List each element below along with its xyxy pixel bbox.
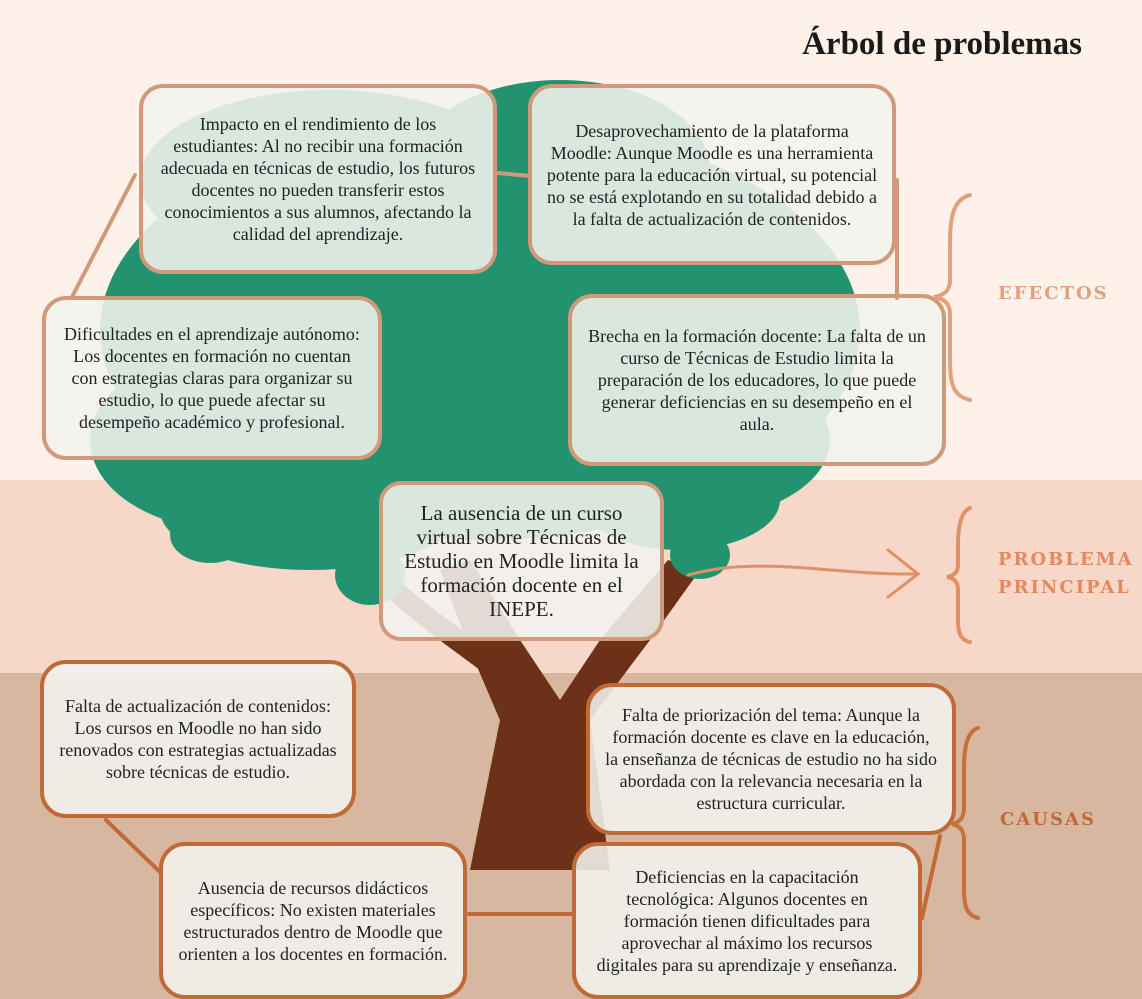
main-problem-label-line1: PROBLEMA xyxy=(998,549,1134,570)
effect-text: Impacto en el rendimiento de los estudia… xyxy=(160,114,476,244)
effects-label: EFECTOS xyxy=(998,283,1109,304)
cause-box-outdated-content: Falta de actualización de contenidos: Lo… xyxy=(40,660,356,818)
diagram-title: Árbol de problemas xyxy=(802,26,1082,62)
effect-text: Brecha en la formación docente: La falta… xyxy=(588,326,926,434)
effect-box-moodle-underuse: Desaprovechamiento de la plataforma Mood… xyxy=(528,84,896,265)
effect-text: Desaprovechamiento de la plataforma Mood… xyxy=(546,120,878,229)
cause-text: Ausencia de recursos didácticos específi… xyxy=(178,877,448,964)
cause-text: Falta de priorización del tema: Aunque l… xyxy=(605,705,937,813)
main-problem-label-line2: PRINCIPAL xyxy=(998,577,1131,598)
effect-box-autonomous-learning: Dificultades en el aprendizaje autónomo:… xyxy=(42,296,382,460)
main-problem-text: La ausencia de un curso virtual sobre Té… xyxy=(404,501,639,621)
effect-box-teacher-training-gap: Brecha en la formación docente: La falta… xyxy=(568,294,946,466)
main-problem-box: La ausencia de un curso virtual sobre Té… xyxy=(379,481,664,641)
effect-text: Dificultades en el aprendizaje autónomo:… xyxy=(64,324,360,432)
cause-text: Falta de actualización de contenidos: Lo… xyxy=(59,696,337,782)
cause-box-didactic-resources: Ausencia de recursos didácticos específi… xyxy=(159,842,467,999)
main-problem-label: PROBLEMA PRINCIPAL xyxy=(998,546,1134,602)
cause-box-tech-training: Deficiencias en la capacitación tecnológ… xyxy=(572,842,922,999)
effect-box-student-performance: Impacto en el rendimiento de los estudia… xyxy=(139,84,497,274)
cause-box-topic-priority: Falta de priorización del tema: Aunque l… xyxy=(586,683,956,835)
cause-text: Deficiencias en la capacitación tecnológ… xyxy=(596,866,898,975)
causes-label: CAUSAS xyxy=(1000,809,1096,830)
